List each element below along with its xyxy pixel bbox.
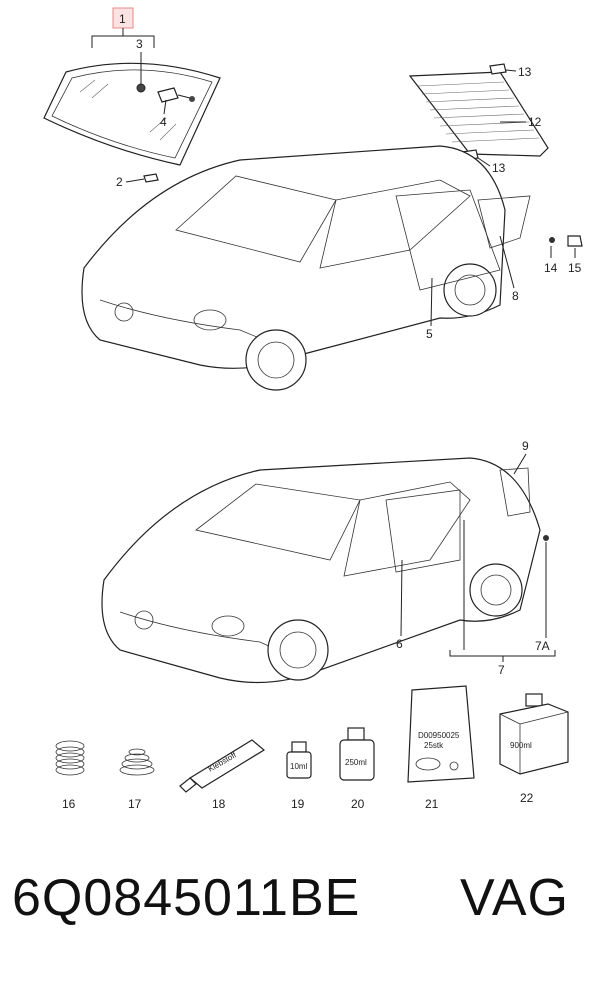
callout-7a: 7A (535, 639, 550, 653)
callout-20: 20 (351, 797, 365, 811)
adhesive-tube-18: Klebstoff 18 (179, 739, 266, 811)
svg-text:900ml: 900ml (510, 741, 532, 750)
clip-2 (143, 173, 159, 183)
callout-22: 22 (520, 791, 534, 805)
brand-name: VAG (460, 869, 569, 927)
callout-4: 4 (160, 115, 167, 129)
callout-1: 1 (119, 12, 126, 26)
car-bottom: 9 6 7A 7 (101, 439, 556, 684)
callout-18: 18 (212, 797, 226, 811)
callout-16: 16 (62, 797, 76, 811)
callout-13a: 13 (518, 65, 532, 79)
callout-5: 5 (426, 327, 433, 341)
windscreen-group: 1 3 4 2 (43, 7, 221, 189)
callout-2: 2 (116, 175, 123, 189)
callout-12: 12 (528, 115, 542, 129)
svg-text:D00950025: D00950025 (418, 731, 460, 740)
sealing-strip-17: 17 (119, 748, 155, 811)
box-22: 900ml 22 (499, 693, 569, 805)
parts-diagram: 1 3 4 2 13 12 13 (43, 7, 583, 811)
callout-6: 6 (396, 637, 403, 651)
callout-15: 15 (568, 261, 582, 275)
svg-text:25stk: 25stk (424, 741, 444, 750)
callout-13b: 13 (492, 161, 506, 175)
sealing-strip-16: 16 (55, 740, 85, 811)
callout-21: 21 (425, 797, 439, 811)
accessories-row: 16 17 Klebstoff 18 10ml 19 250ml (55, 685, 569, 811)
part-number: 6Q0845011BE (12, 869, 361, 927)
rear-window-glass (408, 71, 549, 157)
can-20: 250ml 20 (339, 727, 375, 811)
svg-text:10ml: 10ml (290, 762, 308, 771)
callout-3: 3 (136, 37, 143, 51)
callout-19: 19 (291, 797, 305, 811)
windscreen-glass (43, 62, 221, 166)
callout-9: 9 (522, 439, 529, 453)
callout-17: 17 (128, 797, 142, 811)
bag-21: D00950025 25stk 21 (407, 685, 475, 811)
callout-7: 7 (498, 663, 505, 677)
bottle-19: 10ml 19 (286, 741, 312, 811)
rear-window-group: 13 12 13 (408, 63, 549, 175)
svg-text:250ml: 250ml (345, 758, 367, 767)
sensor-3 (136, 83, 146, 93)
callout-14: 14 (544, 261, 558, 275)
car-top: 14 15 8 5 (81, 145, 583, 391)
mirror-mount-4 (157, 87, 179, 103)
callout-8: 8 (512, 289, 519, 303)
